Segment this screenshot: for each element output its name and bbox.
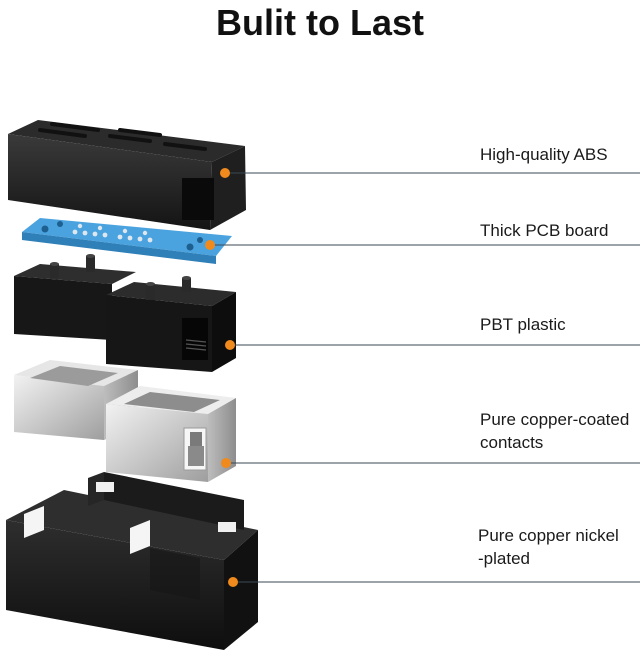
label-line: High-quality ABS bbox=[480, 145, 608, 164]
callout-pcb bbox=[205, 240, 640, 250]
metal-shields bbox=[14, 360, 236, 482]
label-line: Thick PCB board bbox=[480, 221, 609, 240]
pbt-plastic-jacks bbox=[14, 254, 236, 372]
label-line: Pure copper nickel bbox=[478, 526, 619, 545]
abs-top-cover bbox=[8, 120, 246, 230]
callout-nickel bbox=[228, 577, 640, 587]
label-thick-pcb-board: Thick PCB board bbox=[480, 219, 609, 242]
pcb-board bbox=[22, 218, 232, 264]
callout-abs bbox=[220, 168, 640, 178]
label-copper-coated-contacts: Pure copper-coated contacts bbox=[480, 408, 629, 454]
page-title: Bulit to Last bbox=[216, 2, 424, 43]
label-copper-nickel-plated: Pure copper nickel -plated bbox=[478, 524, 619, 570]
label-high-quality-abs: High-quality ABS bbox=[480, 143, 608, 166]
label-line: PBT plastic bbox=[480, 315, 566, 334]
label-pbt-plastic: PBT plastic bbox=[480, 313, 566, 336]
base-housing bbox=[6, 472, 258, 650]
label-line: Pure copper-coated bbox=[480, 410, 630, 429]
callout-pbt bbox=[225, 340, 640, 350]
label-line: -plated bbox=[478, 549, 530, 568]
label-line: contacts bbox=[480, 433, 544, 452]
callout-contacts bbox=[221, 458, 640, 468]
